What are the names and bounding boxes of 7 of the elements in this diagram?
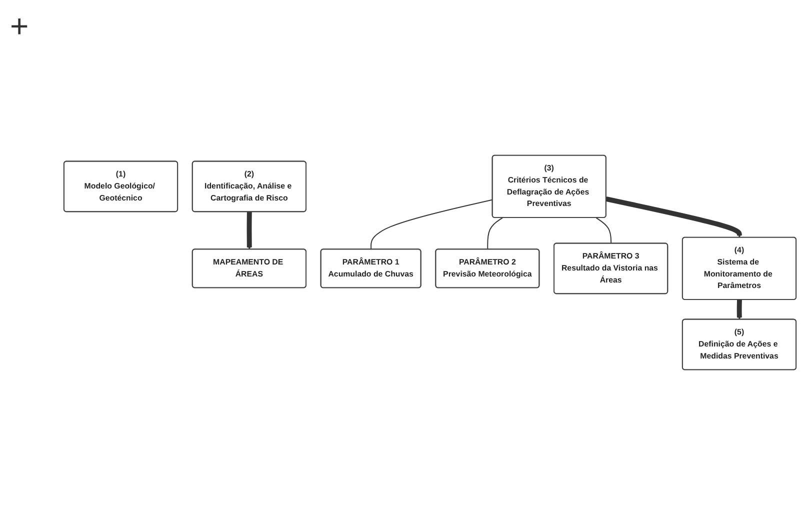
connector — [487, 217, 504, 250]
plus-sign: + — [10, 8, 29, 45]
arrow — [246, 212, 252, 250]
connector — [596, 217, 612, 244]
arrow — [606, 196, 742, 238]
arrow — [736, 298, 742, 320]
connector — [370, 199, 494, 250]
